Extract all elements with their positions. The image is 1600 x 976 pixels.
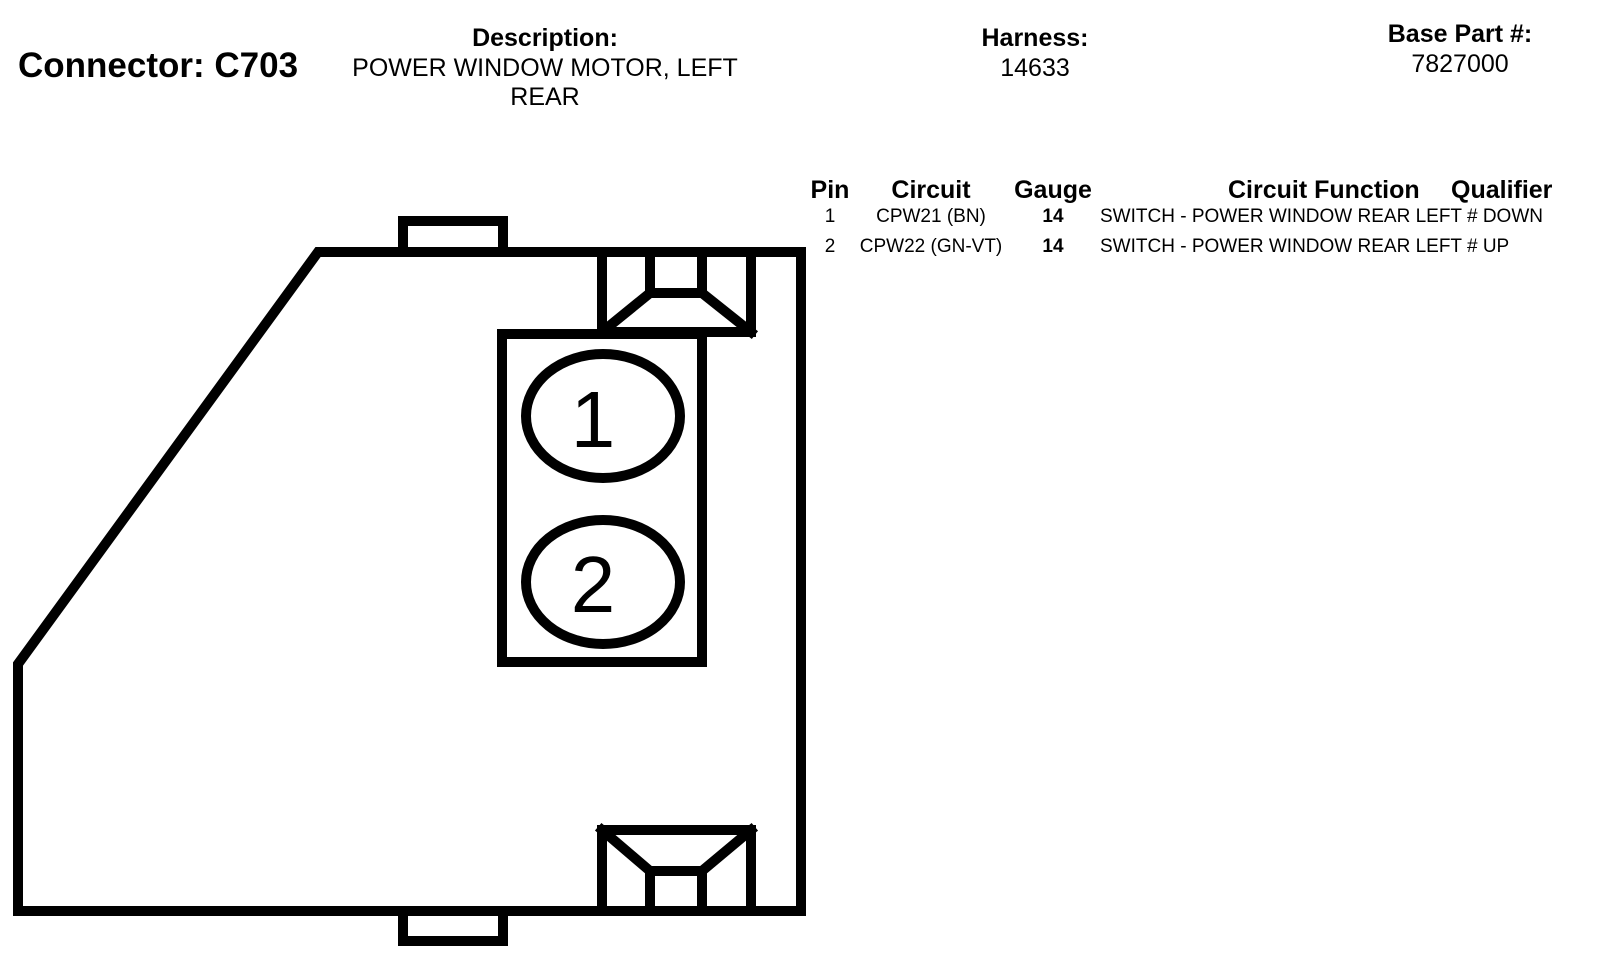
base-part-value: 7827000: [1411, 50, 1509, 78]
bottom-latch: [594, 822, 759, 916]
row-gauge: 14: [1042, 236, 1064, 257]
description-label: Description:: [472, 24, 618, 52]
pin-table-header: Pin Circuit Gauge Circuit Function Quali…: [808, 176, 1578, 206]
col-function-header: Circuit Function: [1228, 176, 1420, 204]
row-circuit: CPW21 (BN): [876, 206, 986, 227]
harness-block: Harness: 14633: [935, 22, 1135, 83]
pin-2-cavity: [521, 515, 685, 649]
bottom-locking-tab: [398, 906, 508, 946]
pin-cavity-block: [497, 329, 707, 667]
table-row: 2 CPW22 (GN-VT) 14 SWITCH - POWER WINDOW…: [808, 236, 1578, 266]
col-gauge-header: Gauge: [1014, 176, 1092, 204]
row-pin: 2: [824, 236, 836, 257]
top-locking-tab: [398, 216, 508, 257]
pin-table: Pin Circuit Gauge Circuit Function Quali…: [808, 176, 1578, 266]
col-circuit-header: Circuit: [891, 176, 971, 204]
base-part-label: Base Part #:: [1387, 20, 1533, 48]
connector-face-diagram: 1 2: [13, 216, 806, 946]
harness-value: 14633: [1000, 54, 1070, 82]
row-function: SWITCH - POWER WINDOW REAR LEFT # DOWN: [1100, 206, 1543, 227]
description-value: POWER WINDOW MOTOR, LEFT REAR: [352, 54, 738, 111]
row-circuit: CPW22 (GN-VT): [859, 236, 1003, 257]
top-latch: [594, 247, 759, 340]
harness-label: Harness:: [981, 24, 1089, 52]
row-pin: 1: [824, 206, 836, 227]
table-row: 1 CPW21 (BN) 14 SWITCH - POWER WINDOW RE…: [808, 206, 1578, 236]
description-block: Description: POWER WINDOW MOTOR, LEFT RE…: [335, 22, 755, 112]
col-pin-header: Pin: [810, 176, 850, 204]
row-gauge: 14: [1042, 206, 1064, 227]
base-part-block: Base Part #: 7827000: [1360, 18, 1560, 79]
connector-title: Connector: C703: [18, 46, 299, 85]
pin-1-label: 1: [571, 375, 616, 464]
pin-1-cavity: [521, 349, 685, 483]
row-function: SWITCH - POWER WINDOW REAR LEFT # UP: [1100, 236, 1510, 257]
col-qualifier-header: Qualifier: [1451, 176, 1553, 204]
pin-2-label: 2: [571, 540, 616, 629]
